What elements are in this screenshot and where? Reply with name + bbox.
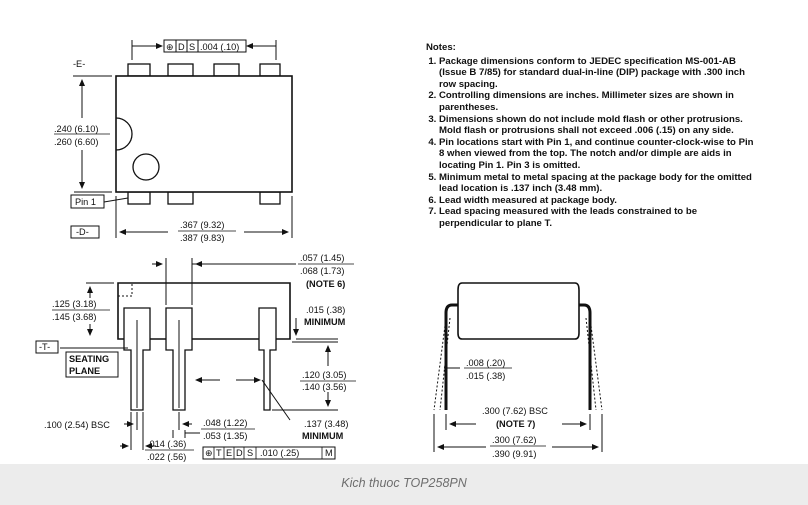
fcf-datum-e: E [226,448,232,458]
top-pin-2 [167,191,194,205]
top-pin-5 [259,63,281,77]
width-min-label: .240 (6.10) [54,124,98,134]
package-body-side [117,282,291,340]
pin1-notch [115,117,133,151]
image-caption: Kich thuoc TOP258PN [341,476,467,490]
fcf-value: .010 (.25) [260,448,299,458]
note-item: Lead spacing measured with the leads con… [439,206,756,229]
lead-length-min-label: .120 (3.05) [302,370,346,380]
notes-title: Notes: [426,42,456,53]
top-view-labels: ⊕ D S .004 (.10) -E- .240 (6.10) .260 (6… [54,42,239,243]
package-body-end [457,282,580,340]
fcf-datum-t: T [216,448,222,458]
notes-panel: Notes: Package dimensions conform to JED… [426,42,756,230]
end-view [433,282,603,452]
caption-bar: Kich thuoc TOP258PN [0,464,808,505]
lead-length-max-label: .140 (3.56) [302,382,346,392]
side-view [60,258,338,450]
lead-thickness-min-label: .008 (.20) [466,358,505,368]
note-item: Pin locations start with Pin 1, and cont… [439,137,756,172]
shoulder-max-label: .053 (1.35) [203,431,247,441]
span-max-label: .390 (9.91) [492,449,536,459]
lead-width-min-label: .057 (1.45) [300,253,344,263]
note-item: Package dimensions conform to JEDEC spec… [439,56,756,91]
tolerance-value: .004 (.10) [200,42,239,52]
tip-max-label: .022 (.56) [147,452,186,462]
top-pin-1 [127,191,151,205]
pin1-label: Pin 1 [75,197,96,207]
datum-t-label: -T- [39,342,50,352]
notes-list: Package dimensions conform to JEDEC spec… [426,56,756,230]
side-lead-4 [258,307,277,411]
pitch-label: .100 (2.54) BSC [44,420,110,430]
top-pin-6 [213,63,240,77]
fcf-modifier-s: S [247,448,253,458]
width-max-label: .260 (6.60) [54,137,98,147]
seating-label-2: PLANE [69,366,100,376]
height-max-label: .145 (3.68) [52,312,96,322]
tolerance-symbol: ⊕ [166,42,174,52]
tip-min-label: .014 (.36) [147,439,186,449]
row-spacing-note: (NOTE 7) [496,419,535,429]
top-pin-8 [127,63,151,77]
datum-e-label: -E- [73,59,85,69]
note-item: Dimensions shown do not include mold fla… [439,114,756,137]
length-min-label: .367 (9.32) [180,220,224,230]
tolerance-datum-s: S [189,42,195,52]
side-view-labels: .057 (1.45) .068 (1.73) (NOTE 6) .015 (.… [35,253,356,462]
fcf-symbol: ⊕ [205,448,213,458]
note-item: Minimum metal to metal spacing at the pa… [439,172,756,195]
standoff-minimum: MINIMUM [304,317,346,327]
note-item: Controlling dimensions are inches. Milli… [439,90,756,113]
lead-thickness-max-label: .015 (.38) [466,371,505,381]
length-max-label: .387 (9.83) [180,233,224,243]
row-spacing-label: .300 (7.62) BSC [482,406,548,416]
end-lead-left [444,303,460,410]
end-lead-right [576,303,592,410]
pin1-dimple [132,153,160,181]
shoulder-min-label: .048 (1.22) [203,418,247,428]
pin1-loc-minimum: MINIMUM [302,431,344,441]
span-min-label: .300 (7.62) [492,435,536,445]
top-pin-4 [259,191,281,205]
tolerance-datum-d: D [178,42,185,52]
lead-width-note: (NOTE 6) [306,279,345,289]
datum-d-label: -D- [76,227,89,237]
package-body-top [115,75,293,193]
lead-width-max-label: .068 (1.73) [300,266,344,276]
standoff-label: .015 (.38) [306,305,345,315]
fcf-datum-d: D [236,448,243,458]
end-view-labels: .008 (.20) .015 (.38) .300 (7.62) BSC (N… [464,358,548,459]
fcf-modifier-m: M [325,448,333,458]
dip8-package-drawing: ⊕ D S .004 (.10) -E- .240 (6.10) .260 (6… [35,39,603,462]
top-pin-7 [167,63,194,77]
seating-label-1: SEATING [69,354,109,364]
pin1-loc-label: .137 (3.48) [304,419,348,429]
note-item: Lead width measured at package body. [439,195,756,207]
top-view [73,39,293,238]
height-min-label: .125 (3.18) [52,299,96,309]
